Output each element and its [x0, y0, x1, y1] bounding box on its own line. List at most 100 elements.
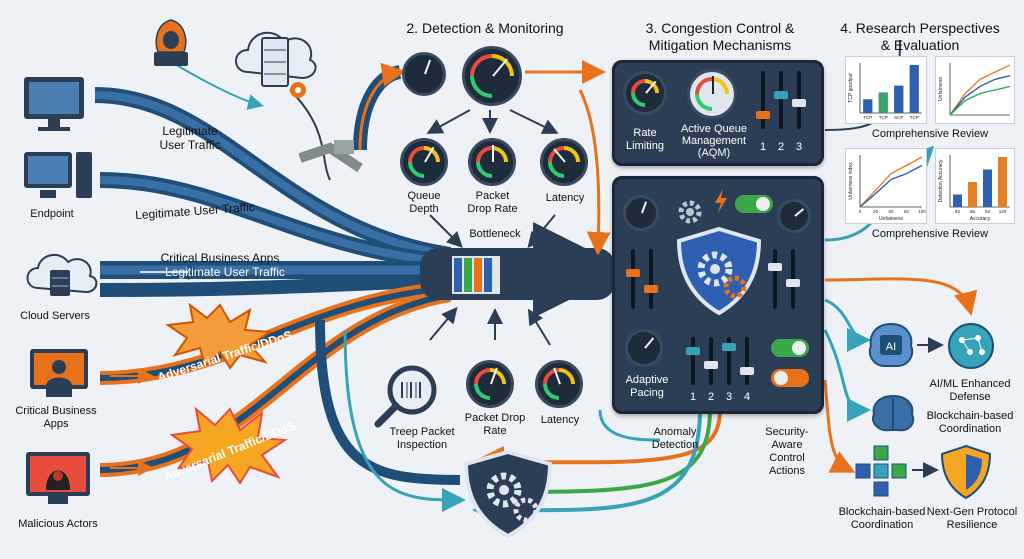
ddos-burst-1	[165, 302, 274, 370]
chart4-bar-1	[968, 182, 977, 207]
mitigation-slider-d[interactable]	[786, 249, 800, 309]
neural-brain-icon	[948, 323, 994, 369]
chart4-bar-3	[998, 157, 1007, 207]
pace-slider-2[interactable]	[704, 337, 718, 385]
label-packet-drop-line2: Drop Rate	[467, 203, 518, 215]
label-anomaly-line1: Anomaly	[653, 426, 697, 438]
gear-icon	[678, 200, 702, 224]
label-pace-4: 4	[743, 391, 751, 403]
latency-gauge-bottom	[535, 360, 583, 408]
packet-drop-gauge-bottom	[466, 360, 514, 408]
cloud-server-icon	[26, 253, 98, 296]
chart4-ylabel: Detection Accuracy	[938, 159, 944, 202]
ai-brain-icon: AI	[868, 322, 914, 367]
label-packet-drop-bottom-line1: Packet Drop	[464, 412, 526, 424]
chart1-bar-3	[909, 65, 919, 113]
label-bottleneck: Bottleneck	[469, 228, 521, 240]
packet-drop-gauge	[468, 138, 516, 186]
flow-legit-1-inner	[94, 91, 451, 259]
resilience-shield-icon	[940, 444, 992, 500]
label-security-line2: Aware	[771, 439, 803, 451]
label-packet-drop-line1: Packet	[475, 190, 510, 202]
mitigation-slider-a[interactable]	[626, 249, 640, 309]
label-aqm-line3: (AQM)	[697, 147, 731, 159]
rate-limiting-aqm-panel: Rate Limiting Active Queue Management (A…	[612, 60, 824, 166]
chart3-tick-1: 20	[873, 209, 879, 214]
label-endpoint: Endpoint	[30, 208, 74, 220]
chart2-ylabel: Unfairness	[938, 77, 944, 101]
shield-gear-icon	[676, 227, 762, 315]
latency-gauge-top	[540, 138, 588, 186]
pace-slider-1[interactable]	[686, 337, 700, 385]
chart4-tick-3: 120	[999, 209, 1007, 214]
label-review-1: Comprehensive Review	[871, 128, 989, 140]
label-critical-apps-flow: Critical Business Apps	[160, 251, 280, 265]
chart1-tick-0: TCP	[863, 115, 872, 120]
desktop-monitor-icon	[24, 77, 84, 131]
chart3-tick-0: 0	[859, 209, 862, 214]
bottom-shield-gear-icon	[463, 449, 553, 538]
chart1-tick-3: TCP	[910, 115, 919, 120]
malicious-actor-icon	[26, 452, 90, 504]
label-deep-packet-line1: Treep Packet	[389, 426, 455, 438]
header-research-line2: & Evaluation	[880, 37, 960, 53]
chart2-series-2	[949, 85, 1011, 116]
chart3-tick-3: 60	[904, 209, 910, 214]
flow-adversarial-2-band	[99, 292, 451, 473]
slider-2[interactable]	[774, 71, 788, 129]
label-nextgen-line2: Resilience	[946, 519, 998, 531]
label-legit-traffic-1-line2: User Traffic	[159, 138, 221, 152]
label-pace-1: 1	[689, 391, 697, 403]
mitigation-toggle-top[interactable]	[735, 195, 773, 213]
pacing-toggle-green[interactable]	[771, 339, 809, 357]
blockchain-cubes-icon	[855, 445, 907, 497]
pacing-toggle-orange[interactable]	[771, 369, 809, 387]
label-pace-2: 2	[707, 391, 715, 403]
label-blockchain-1-line1: Blockchain-based	[926, 410, 1014, 422]
label-pace-3: 3	[725, 391, 733, 403]
chart3-series-0	[859, 156, 923, 208]
slider-1[interactable]	[756, 71, 770, 129]
endpoint-computer-icon	[24, 152, 92, 198]
chart4-xlabel: Accuracy	[970, 216, 991, 222]
label-slider-2: 2	[777, 141, 785, 153]
chart3-ylabel: Unfairness index	[848, 162, 854, 200]
label-malicious-actors: Malicious Actors	[18, 518, 98, 530]
label-aqm-line2: Management	[681, 135, 747, 147]
label-cloud-servers: Cloud Servers	[20, 310, 90, 322]
chart2-series-1	[949, 75, 1011, 116]
pace-slider-3[interactable]	[722, 337, 736, 385]
chart4-tick-0: 82	[955, 209, 961, 214]
chart3-xlabel: Unfairness	[879, 216, 903, 222]
label-rate-limiting-line1: Rate	[633, 127, 657, 139]
header-congestion-line1: 3. Congestion Control &	[645, 20, 795, 36]
pace-slider-4[interactable]	[740, 337, 754, 385]
flow-legit-2-inner	[99, 176, 451, 266]
label-aqm-line1: Active Queue	[680, 123, 748, 135]
mitigation-slider-c[interactable]	[768, 249, 782, 309]
label-latency-top: Latency	[545, 192, 585, 204]
slider-3[interactable]	[792, 71, 806, 129]
ddos-burst-2	[170, 406, 289, 485]
lightning-icon	[715, 189, 727, 213]
label-legit-traffic-3: Legitimate User Traffic	[165, 265, 285, 279]
label-critical-apps-line1: Critical Business	[15, 405, 97, 417]
label-critical-apps-line2: Apps	[43, 418, 69, 430]
chart3-tick-4: 100	[918, 209, 926, 214]
label-rate-limiting-line2: Limiting	[626, 140, 664, 152]
flow-legit-3	[99, 273, 451, 297]
aqm-gauge	[687, 69, 737, 119]
mitigation-slider-b[interactable]	[644, 249, 658, 309]
chart1-ylabel: TCP goodput	[848, 73, 854, 103]
chart1-bar-0	[863, 99, 873, 113]
adaptive-pacing-gauge	[625, 329, 663, 367]
chart4-bar-2	[983, 169, 992, 207]
label-review-2: Comprehensive Review	[871, 228, 989, 240]
label-nextgen-line1: Next-Gen Protocol	[926, 506, 1018, 518]
label-legit-traffic-1-line1: Legitimate	[162, 124, 218, 138]
